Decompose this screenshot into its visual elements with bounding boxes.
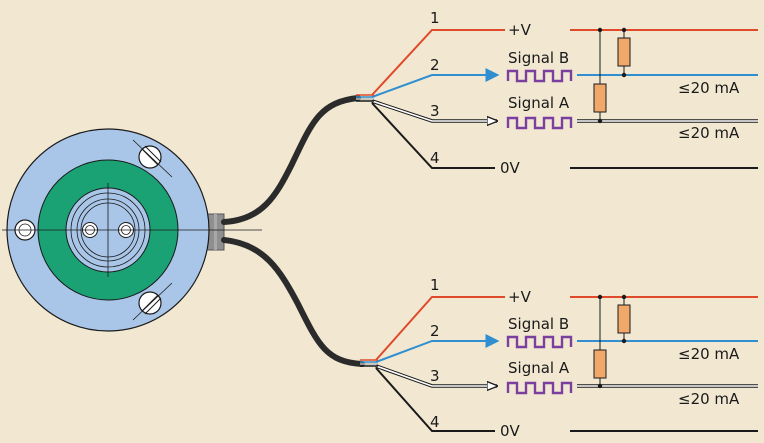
circuit-top: 1 2 3 4 +V Signal B Signal A 0V ≤20 mA ≤… xyxy=(356,9,758,177)
encoder-body xyxy=(2,128,262,332)
wire-number-4: 4 xyxy=(430,413,440,431)
center-lines xyxy=(2,139,262,321)
supply-label: +V xyxy=(508,21,532,39)
current-label-b: ≤20 mA xyxy=(678,345,740,363)
wire-4-ground xyxy=(375,367,495,432)
wire-1-supply xyxy=(375,296,505,361)
signal-b-label: Signal B xyxy=(508,49,569,67)
cable-bottom xyxy=(221,237,365,367)
signal-a-label: Signal A xyxy=(508,94,570,112)
wire-number-4: 4 xyxy=(430,149,440,167)
wire-number-2: 2 xyxy=(430,56,440,74)
mounting-slot-bottom xyxy=(138,291,162,315)
pulse-train-a xyxy=(506,381,573,395)
wire-2-signal-b xyxy=(375,334,500,363)
wire-number-1: 1 xyxy=(430,9,440,27)
ground-label: 0V xyxy=(500,159,521,177)
pull-up-resistor-b xyxy=(617,304,631,334)
pull-up-resistor-b xyxy=(617,37,631,67)
pulse-train-a xyxy=(506,116,573,130)
cables xyxy=(221,95,365,367)
pulse-train-b xyxy=(506,335,573,349)
wire-4-ground xyxy=(371,102,495,169)
wire-number-1: 1 xyxy=(430,276,440,294)
wire-number-3: 3 xyxy=(430,367,440,385)
wire-number-3: 3 xyxy=(430,102,440,120)
circuit-bottom: 1 2 3 4 +V Signal B Signal A 0V ≤20 mA ≤… xyxy=(360,276,758,440)
signal-a-label: Signal A xyxy=(508,359,570,377)
signal-b-label: Signal B xyxy=(508,315,569,333)
mounting-slot-top xyxy=(138,145,162,169)
wire-number-2: 2 xyxy=(430,322,440,340)
cable-top xyxy=(221,95,361,225)
wire-2-signal-b xyxy=(371,68,500,98)
current-label-b: ≤20 mA xyxy=(678,79,740,97)
pulse-train-b xyxy=(506,69,573,83)
ground-label: 0V xyxy=(500,422,521,438)
pull-up-resistor-a xyxy=(593,83,607,113)
wire-bundle-end xyxy=(360,359,378,367)
wire-bundle-end xyxy=(356,94,374,102)
pull-up-resistor-a xyxy=(593,349,607,379)
current-label-a: ≤20 mA xyxy=(678,390,740,408)
current-label-a: ≤20 mA xyxy=(678,124,740,142)
wire-1-supply xyxy=(371,29,505,96)
supply-label: +V xyxy=(508,288,532,306)
